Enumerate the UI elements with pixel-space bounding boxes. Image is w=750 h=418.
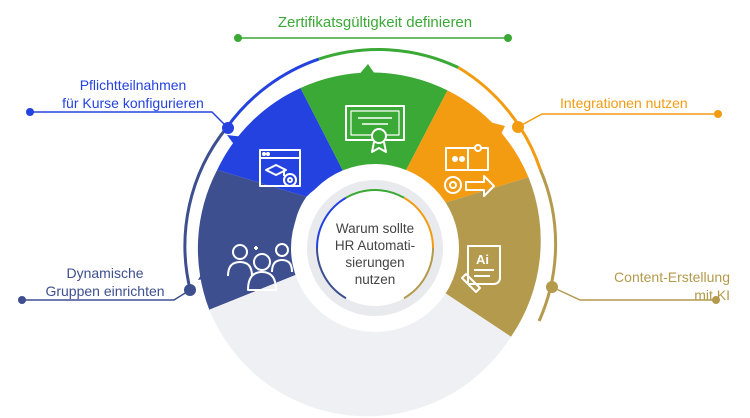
dot-integrations-wheel	[512, 121, 524, 133]
dot-mandatory-end	[26, 108, 34, 116]
pointer-integrations	[474, 118, 505, 151]
arc-content	[537, 169, 558, 322]
connector-content	[551, 286, 716, 301]
pointer-content	[503, 262, 528, 296]
dot-integrations-end	[714, 110, 722, 118]
label-mandatory: Pflichtteilnahmen für Kurse konfiguriere…	[62, 77, 204, 111]
label-integrations: Integrationen nutzen	[560, 95, 688, 111]
arc-certificate	[318, 48, 459, 69]
center-arc-gold	[403, 247, 434, 300]
ai-document-icon: Ai	[461, 245, 501, 293]
arc-mandatory	[225, 57, 320, 129]
center-arc-green	[345, 189, 405, 199]
dot-mandatory-wheel	[222, 122, 234, 134]
segment-certificate	[300, 72, 448, 178]
segment-empty	[209, 271, 512, 417]
connector-groups	[22, 289, 191, 301]
dot-certificate-left	[234, 34, 242, 42]
center-arc-navy	[316, 247, 347, 300]
center-question: Warum sollte HR Automati- sierungen nutz…	[334, 221, 416, 287]
certificate-icon	[345, 105, 405, 153]
connector-integrations	[517, 113, 718, 128]
arc-integrations	[457, 66, 542, 171]
pointer-certificate	[346, 64, 386, 90]
label-certificate: Zertifikatsgültigkeit definieren	[277, 14, 473, 31]
puzzle-gear-icon	[444, 144, 495, 197]
center-arc-orange	[403, 196, 434, 249]
label-content: Content-Erstellung mit KI	[614, 269, 730, 303]
connector-mandatory	[30, 111, 229, 129]
arc-groups	[183, 126, 229, 292]
course-settings-icon	[259, 149, 301, 187]
segment-mandatory	[217, 88, 347, 197]
svg-text:Ai: Ai	[476, 252, 489, 267]
dot-content-wheel	[546, 281, 558, 293]
user-group-icon	[227, 243, 293, 291]
segment-content	[431, 177, 541, 337]
label-groups: Dynamische Gruppen einrichten	[45, 265, 165, 299]
pointer-mandatory	[227, 135, 262, 162]
dot-certificate-right	[504, 34, 512, 42]
dot-content-end	[712, 296, 720, 304]
pointer-groups	[198, 252, 222, 280]
dot-groups-wheel	[184, 284, 196, 296]
segment-groups	[197, 169, 307, 310]
center-inner-disc	[317, 190, 433, 306]
center-arc-blue	[316, 196, 347, 249]
dot-groups-end	[18, 296, 26, 304]
